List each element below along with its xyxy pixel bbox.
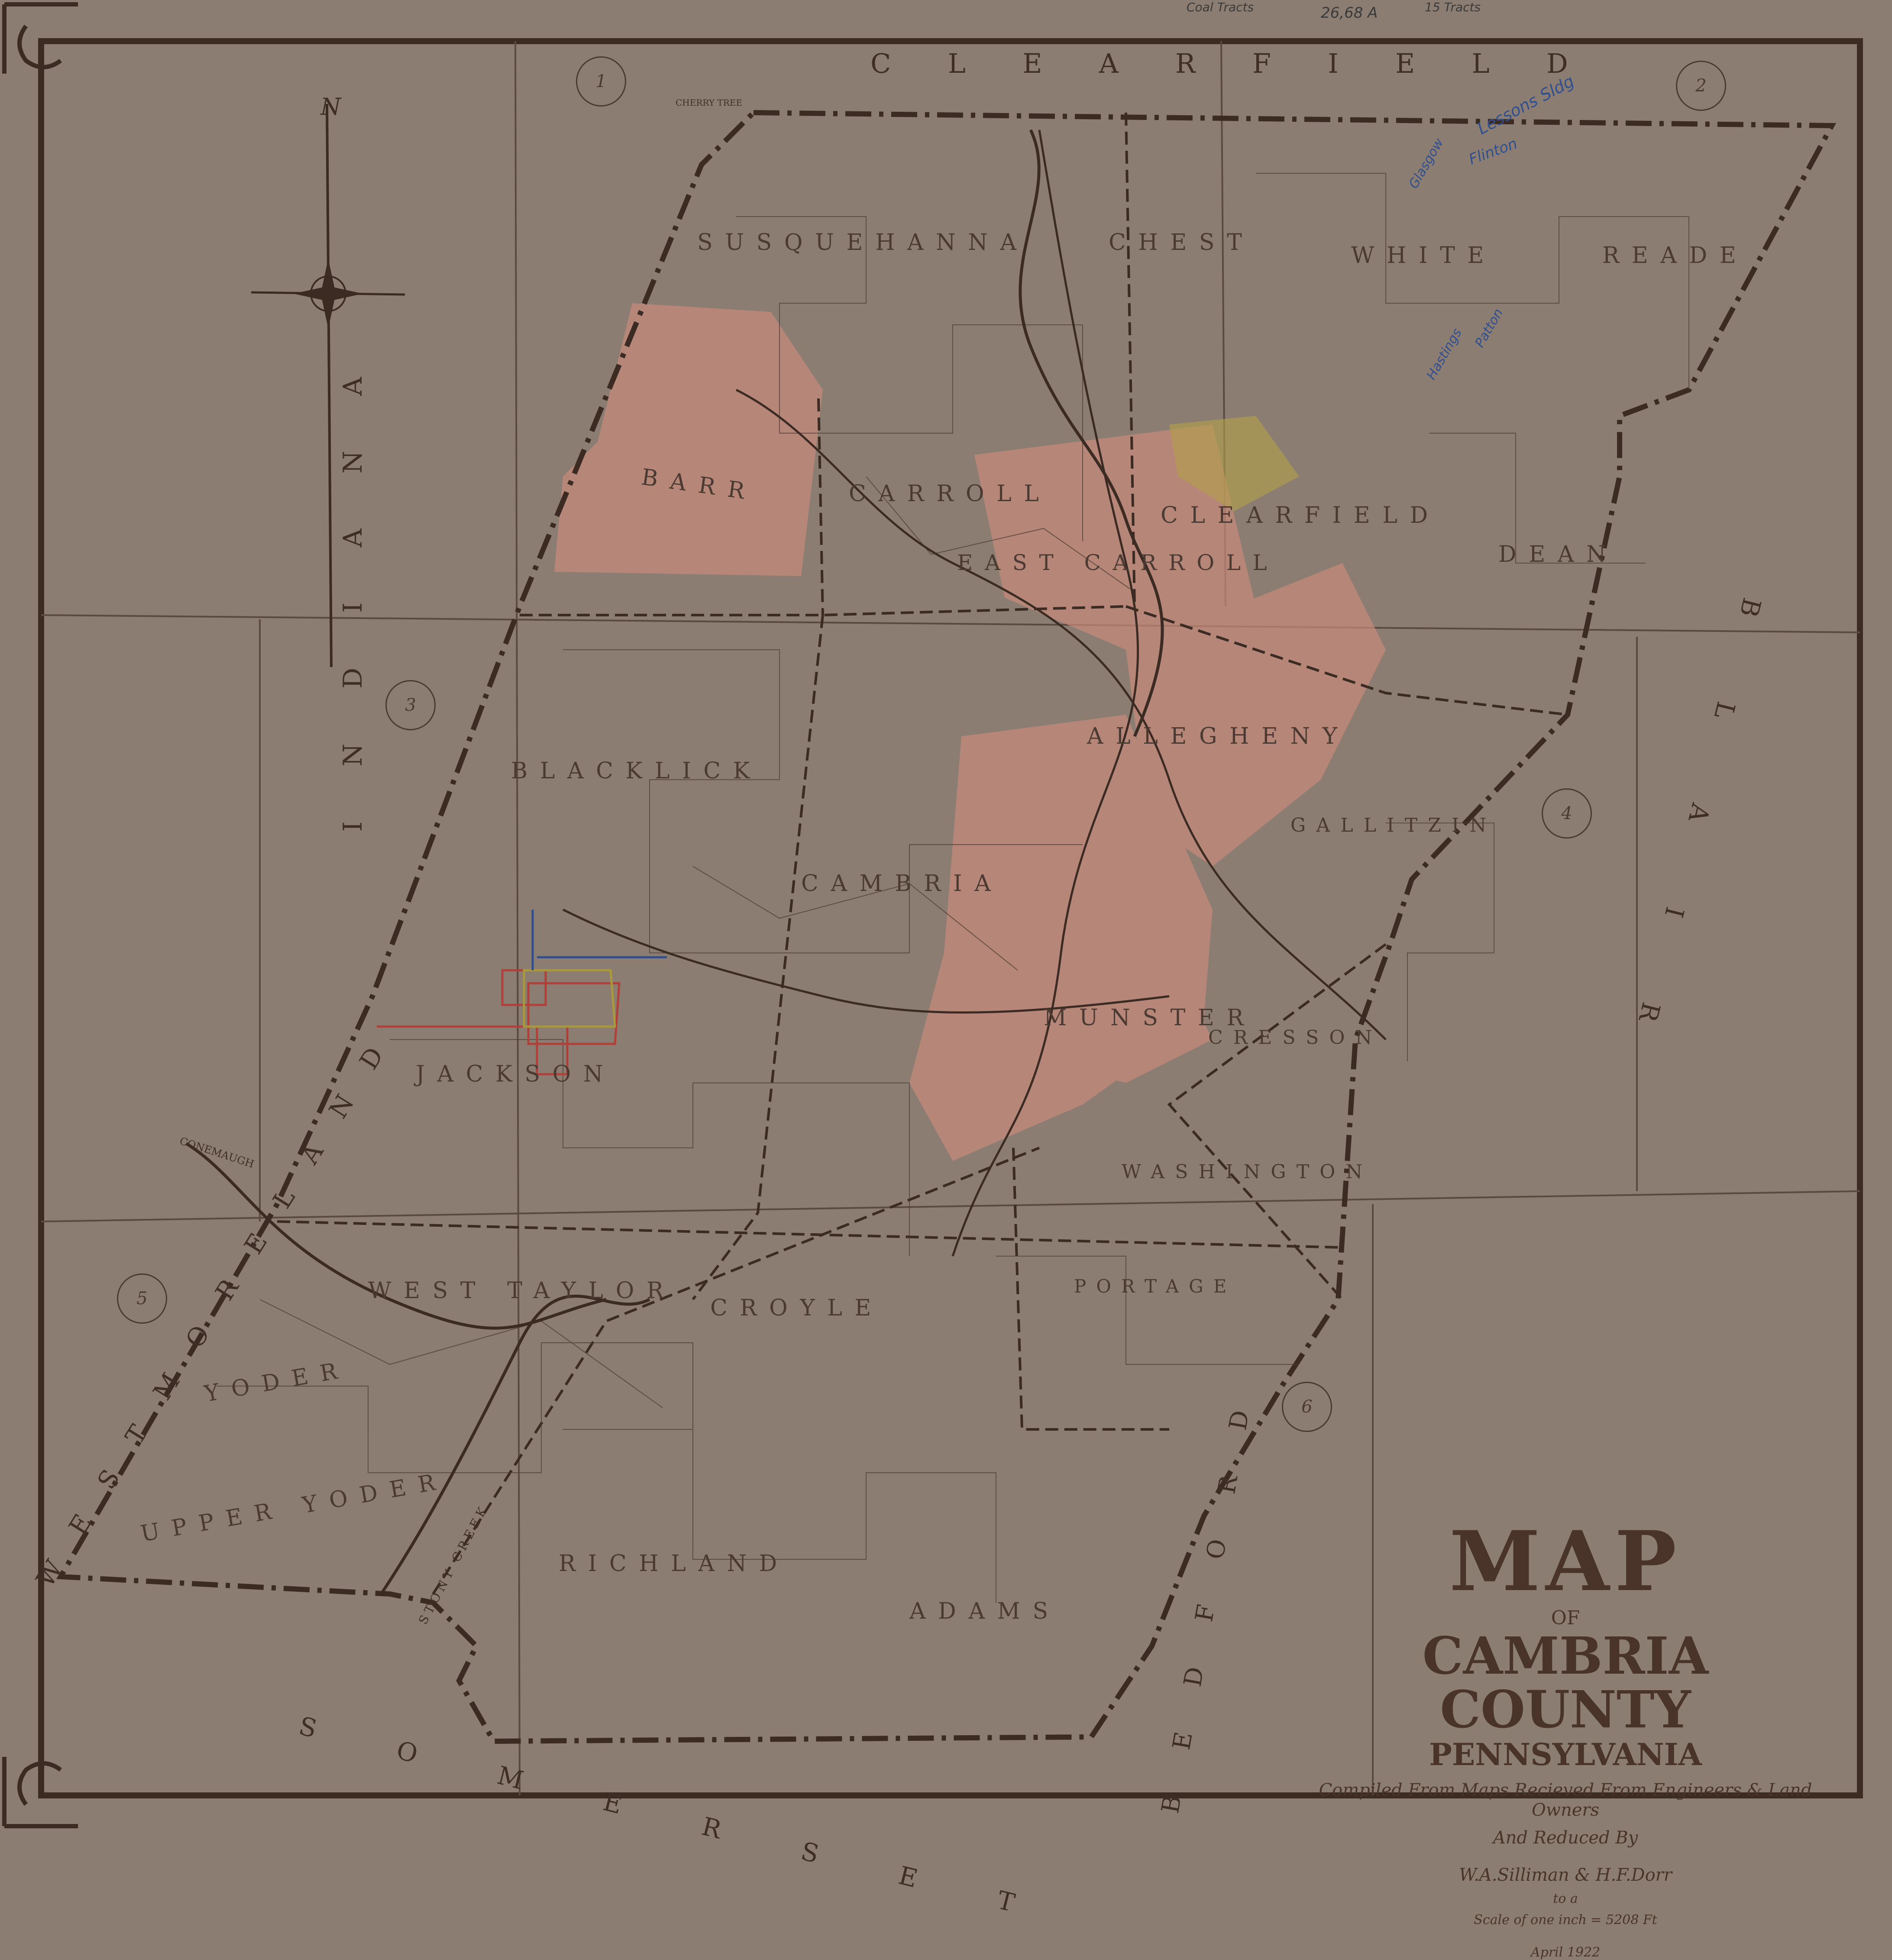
annotation-tract-count: 15 Tracts bbox=[1425, 0, 1481, 14]
rivers bbox=[185, 129, 1164, 1595]
sheet-grid bbox=[41, 41, 1860, 1796]
neighbor-county-north: C L E A R F I E L D bbox=[870, 48, 1592, 79]
to-a-note: to a bbox=[1553, 1891, 1578, 1906]
date-note: April 1922 bbox=[1530, 1944, 1601, 1960]
township-adams: ADAMS bbox=[909, 1598, 1061, 1624]
stony-creek bbox=[380, 1294, 650, 1595]
compass-north-letter: N bbox=[320, 93, 341, 120]
township-dean: DEAN bbox=[1498, 541, 1619, 567]
yellow-tract bbox=[1169, 416, 1299, 511]
state-name: PENNSYLVANIA bbox=[1429, 1736, 1702, 1772]
scale-note: Scale of one inch = 5208 Ft bbox=[1474, 1912, 1657, 1928]
township-munster: MUNSTER bbox=[1044, 1005, 1256, 1031]
township-washington: WASHINGTON bbox=[1122, 1161, 1373, 1183]
township-chest: CHEST bbox=[1109, 230, 1255, 256]
frame-corner-bl bbox=[2, 1757, 78, 1828]
compass-rose bbox=[251, 104, 405, 667]
township-carroll: CARROLL bbox=[849, 481, 1051, 507]
sheet-number-2: 2 bbox=[1676, 61, 1726, 111]
tract-linework bbox=[217, 173, 1689, 1603]
sheet-number-6: 6 bbox=[1282, 1382, 1332, 1432]
township-richland: RICHLAND bbox=[559, 1551, 789, 1577]
township-reade: READE bbox=[1602, 243, 1749, 269]
township-croyle: CROYLE bbox=[710, 1295, 883, 1321]
reduced-note: And Reduced By bbox=[1493, 1827, 1638, 1848]
compiled-note: Compiled From Maps Recieved From Enginee… bbox=[1319, 1780, 1812, 1820]
sheet-number-1: 1 bbox=[576, 56, 626, 107]
conemaugh-river bbox=[185, 1142, 607, 1330]
township-west-taylor: WEST TAYLOR bbox=[368, 1278, 676, 1304]
annotation-coal-tracts: Coal Tracts bbox=[1187, 0, 1254, 14]
map-title: MAP bbox=[1449, 1513, 1682, 1610]
county-boundary bbox=[56, 110, 1837, 1744]
map-title-of: OF bbox=[1551, 1607, 1580, 1629]
township-portage: PORTAGE bbox=[1074, 1276, 1237, 1297]
shaded-tracts bbox=[554, 303, 1386, 1161]
county-name: CAMBRIA COUNTY bbox=[1422, 1626, 1709, 1740]
township-east-carroll: EAST CARROLL bbox=[957, 550, 1279, 575]
township-allegheny: ALLEGHENY bbox=[1087, 723, 1350, 749]
township-susquehanna: SUSQUEHANNA bbox=[697, 230, 1029, 256]
sheet-number-4: 4 bbox=[1542, 788, 1592, 839]
sheet-number-5: 5 bbox=[117, 1273, 167, 1324]
map-frame bbox=[38, 38, 1863, 1798]
title-block: MAP OF CAMBRIA COUNTY PENNSYLVANIA Compi… bbox=[1316, 1520, 1814, 1960]
annotation-acreage: 26,68 A bbox=[1321, 4, 1378, 22]
rail-lines bbox=[562, 130, 1387, 1257]
neighbor-county-west: I N D I A N A bbox=[338, 353, 368, 832]
sheet-number-3: 3 bbox=[385, 680, 436, 730]
stream-cherry-tree: CHERRY TREE bbox=[676, 97, 743, 108]
township-cresson: CRESSON bbox=[1208, 1027, 1383, 1049]
county-map bbox=[2, 2, 1863, 1828]
authors: W.A.Silliman & H.F.Dorr bbox=[1459, 1865, 1672, 1885]
township-white: WHITE bbox=[1351, 243, 1496, 269]
township-lines bbox=[277, 112, 1568, 1595]
township-blacklick: BLACKLICK bbox=[511, 758, 763, 784]
township-clearfield: CLEARFIELD bbox=[1161, 502, 1440, 528]
township-jackson: JACKSON bbox=[416, 1061, 615, 1087]
township-gallitzin: GALLITZIN bbox=[1290, 814, 1497, 836]
township-cambria: CAMBRIA bbox=[801, 871, 1003, 897]
susquehanna-river bbox=[1019, 129, 1164, 737]
frame-corner-tl bbox=[2, 2, 78, 74]
outlined-properties bbox=[377, 910, 667, 1076]
